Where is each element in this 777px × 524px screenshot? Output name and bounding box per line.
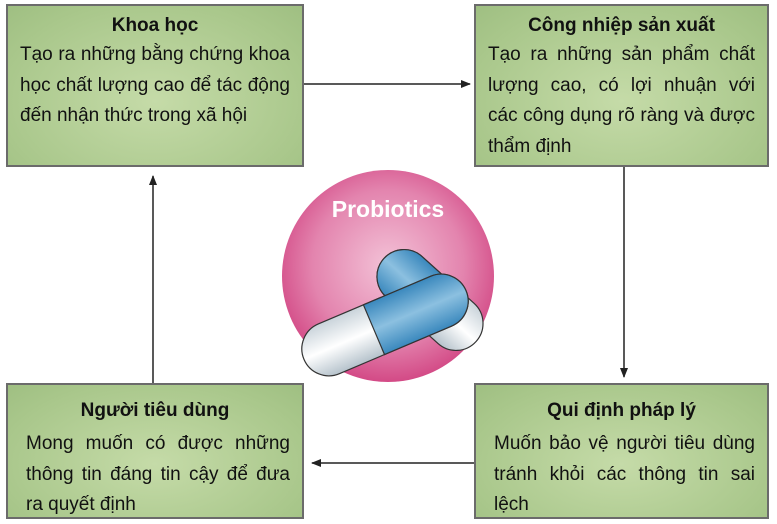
box-title: Qui định pháp lý [547,400,696,421]
capsule-front-icon [301,273,469,377]
box-title: Khoa học [111,15,199,36]
box-body: Muốn bảo vệ người tiêu dùng tránh khỏi c… [494,433,755,515]
box-industry: Công nhiệp sản xuất Tạo ra những sản phẩ… [474,4,769,167]
box-regulation: Qui định pháp lý Muốn bảo vệ người tiêu … [474,383,769,519]
center-label: Probiotics [331,196,445,222]
box-science: Khoa học Tạo ra những bằng chứng khoa họ… [6,4,304,167]
box-body: Tạo ra những sản phẩm chất lượng cao, có… [488,44,755,157]
box-consumer: Người tiêu dùng Mong muốn có được những … [6,383,304,519]
box-title: Người tiêu dùng [80,400,230,421]
box-body: Tạo ra những bằng chứng khoa học chất lư… [20,44,290,126]
box-title: Công nhiệp sản xuất [528,15,715,36]
box-body: Mong muốn có được những thông tin đáng t… [26,433,290,515]
